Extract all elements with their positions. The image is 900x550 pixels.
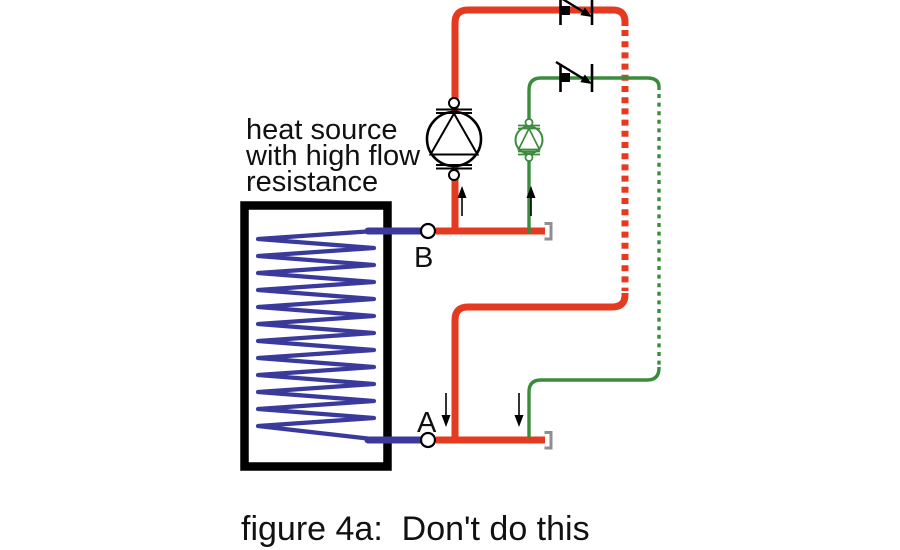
primary-pump-icon xyxy=(425,97,483,181)
primary-supply-pipe xyxy=(451,6,629,234)
port-b-label: B xyxy=(414,242,433,274)
secondary-return-pipe xyxy=(527,367,661,438)
pump-impeller-triangle xyxy=(517,126,541,151)
port-b-circle xyxy=(419,222,437,240)
flow-arrow-down-secondary xyxy=(514,393,524,427)
check-valve-seats xyxy=(559,64,594,92)
heat-source-label-line3: resistance xyxy=(246,166,378,198)
check-valve-flap xyxy=(561,0,584,13)
heat-exchanger-coil-icon xyxy=(255,228,377,442)
secondary-pipes-group xyxy=(527,76,661,438)
check-valve-secondary-icon xyxy=(555,60,594,92)
pump-top-union-circle xyxy=(448,97,460,109)
port-a-label: A xyxy=(417,407,437,439)
check-valve-flap-arrowhead xyxy=(580,7,592,17)
pipe-cap-bottom-icon xyxy=(544,431,553,450)
check-valve-flap xyxy=(555,60,584,80)
pump-top-union-circle xyxy=(524,118,534,127)
check-valve-seats xyxy=(559,0,594,25)
pump-impeller-triangle xyxy=(428,111,480,156)
figure-caption: figure 4a: Don't do this xyxy=(241,510,590,548)
check-valve-primary-icon xyxy=(559,0,594,25)
flow-arrow-up-secondary xyxy=(526,186,536,216)
coil-group xyxy=(255,227,425,444)
pump-flanges xyxy=(436,108,472,170)
heat-source-label-line2: with high flow xyxy=(245,140,421,172)
secondary-pump-icon xyxy=(514,118,544,162)
primary-return-pipe xyxy=(451,293,629,440)
pump-body-circle xyxy=(425,110,483,168)
pump-bottom-union-circle xyxy=(524,153,534,162)
flow-arrow-up-primary xyxy=(457,186,467,216)
heat-source-label-line1: heat source xyxy=(246,114,398,146)
pipe-cap-top-icon xyxy=(544,222,553,241)
check-valve-weight xyxy=(561,73,570,82)
flow-arrow-down-primary xyxy=(441,393,451,427)
flow-arrows-group xyxy=(441,186,536,427)
secondary-supply-pipe xyxy=(527,76,661,234)
primary-pipes-group xyxy=(436,6,629,444)
pipe-caps-group xyxy=(544,222,553,450)
check-valve-flap-arrowhead xyxy=(580,74,592,84)
pump-bottom-union-circle xyxy=(448,169,460,181)
port-a-circle xyxy=(419,431,437,449)
check-valve-weight xyxy=(561,6,570,15)
